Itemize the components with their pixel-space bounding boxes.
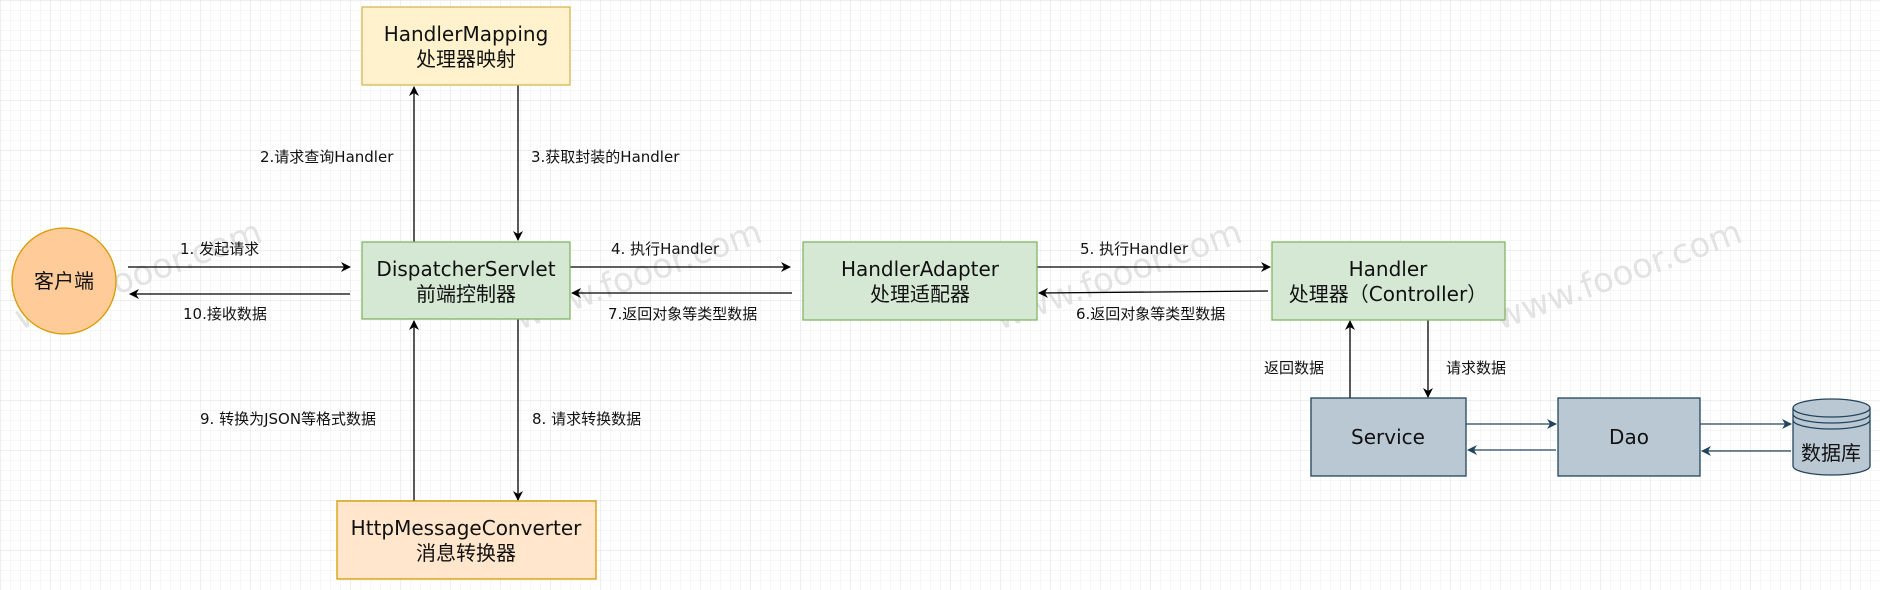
handler-adapter-title: HandlerAdapter	[841, 257, 1000, 281]
handler-mapping-subtitle: 处理器映射	[416, 47, 516, 71]
edge-label-3: 3.获取封装的Handler	[531, 148, 680, 166]
edge-label-2: 2.请求查询Handler	[260, 148, 394, 166]
edge-label-1: 1. 发起请求	[180, 240, 259, 258]
database-label: 数据库	[1801, 441, 1861, 465]
arrow-return-adapter	[1038, 287, 1269, 298]
edge-label-5: 5. 执行Handler	[1080, 240, 1189, 258]
converter-subtitle: 消息转换器	[416, 541, 516, 565]
dispatcher-subtitle: 前端控制器	[416, 282, 516, 306]
service-label: Service	[1351, 425, 1425, 449]
handler-title: Handler	[1349, 257, 1429, 281]
edge-label-return-data: 返回数据	[1264, 359, 1324, 377]
dispatcher-servlet-node[interactable]: DispatcherServlet 前端控制器	[361, 241, 571, 320]
handler-adapter-subtitle: 处理适配器	[870, 282, 970, 306]
handler-mapping-node[interactable]: HandlerMapping 处理器映射	[361, 6, 571, 86]
edge-label-9: 9. 转换为JSON等格式数据	[200, 410, 376, 428]
handler-adapter-node[interactable]: HandlerAdapter 处理适配器	[802, 241, 1038, 321]
edge-label-10: 10.接收数据	[183, 305, 267, 323]
client-node[interactable]: 客户端	[11, 227, 117, 335]
client-label: 客户端	[34, 269, 94, 293]
edge-label-6: 6.返回对象等类型数据	[1076, 305, 1225, 323]
database-node[interactable]: 数据库	[1792, 398, 1871, 476]
database-icon	[1792, 408, 1871, 476]
edge-label-request-data: 请求数据	[1446, 359, 1506, 377]
dao-node[interactable]: Dao	[1557, 397, 1701, 477]
service-node[interactable]: Service	[1310, 397, 1467, 477]
dao-label: Dao	[1609, 425, 1649, 449]
edge-label-8: 8. 请求转换数据	[532, 410, 641, 428]
edge-label-4: 4. 执行Handler	[611, 240, 720, 258]
edge-label-7: 7.返回对象等类型数据	[608, 305, 757, 323]
handler-subtitle: 处理器（Controller）	[1289, 282, 1487, 306]
handler-node[interactable]: Handler 处理器（Controller）	[1271, 241, 1506, 321]
handler-mapping-title: HandlerMapping	[384, 22, 549, 46]
converter-title: HttpMessageConverter	[351, 516, 582, 540]
http-message-converter-node[interactable]: HttpMessageConverter 消息转换器	[336, 500, 597, 580]
dispatcher-title: DispatcherServlet	[376, 257, 555, 281]
